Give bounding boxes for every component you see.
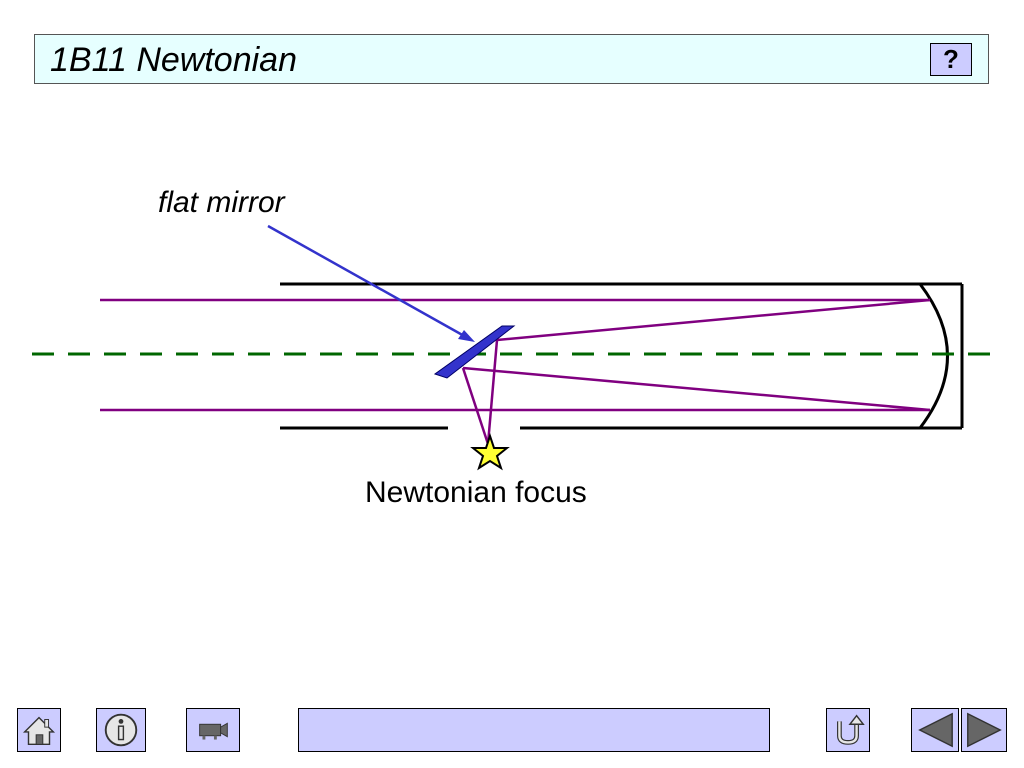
ray-bottom-reflected bbox=[462, 366, 931, 412]
movie-button[interactable] bbox=[186, 708, 240, 752]
progress-bar bbox=[298, 708, 770, 752]
info-button[interactable] bbox=[96, 708, 146, 752]
home-button[interactable] bbox=[17, 708, 61, 752]
home-icon bbox=[22, 716, 56, 746]
newtonian-focus-label: Newtonian focus bbox=[365, 476, 587, 509]
primary-mirror bbox=[918, 283, 949, 429]
flat-mirror-pointer bbox=[267, 224, 475, 342]
ray-top-to-focus bbox=[486, 339, 499, 445]
help-button-label: ? bbox=[943, 44, 959, 74]
info-icon bbox=[104, 713, 138, 747]
focus-star-icon bbox=[470, 432, 510, 471]
next-button[interactable] bbox=[961, 708, 1007, 752]
page-title: 1B11 Newtonian bbox=[50, 41, 297, 79]
flat-mirror bbox=[433, 325, 516, 379]
camera-icon bbox=[199, 722, 228, 740]
previous-button[interactable] bbox=[911, 708, 959, 752]
return-icon bbox=[837, 714, 865, 745]
title-bar: 1B11 Newtonian ? bbox=[34, 34, 989, 84]
previous-icon bbox=[918, 712, 953, 748]
next-icon bbox=[967, 712, 1002, 748]
return-button[interactable] bbox=[826, 708, 870, 752]
light-rays bbox=[100, 298, 931, 445]
telescope-tube bbox=[280, 282, 964, 430]
ray-bottom-to-focus bbox=[461, 367, 490, 445]
ray-top-reflected bbox=[496, 298, 931, 342]
flat-mirror-label: flat mirror bbox=[158, 186, 285, 219]
help-button[interactable]: ? bbox=[930, 43, 972, 76]
